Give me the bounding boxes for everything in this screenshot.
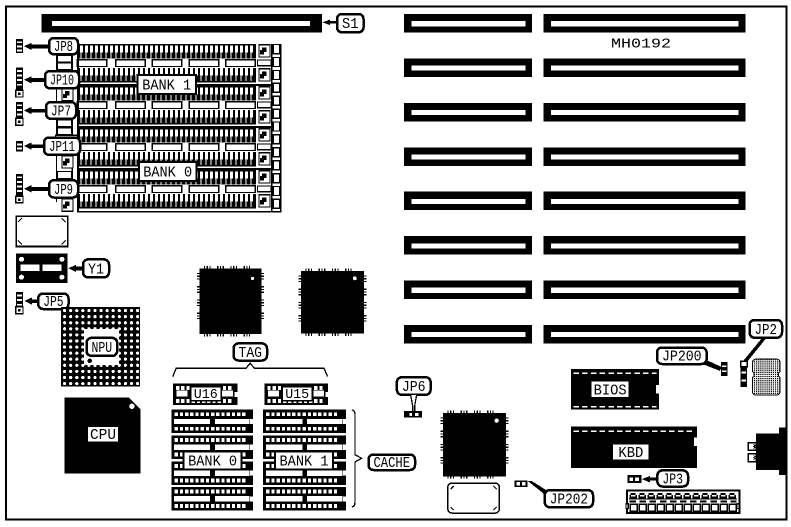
svg-text:JP6: JP6 bbox=[402, 379, 426, 396]
svg-text:JP11: JP11 bbox=[49, 139, 75, 156]
svg-text:JP200: JP200 bbox=[662, 349, 702, 366]
svg-text:MH0192: MH0192 bbox=[611, 37, 671, 53]
svg-text:JP5: JP5 bbox=[43, 294, 63, 311]
svg-text:BANK 0: BANK 0 bbox=[143, 165, 192, 182]
svg-text:NPU: NPU bbox=[92, 340, 113, 357]
svg-text:BANK 0: BANK 0 bbox=[188, 454, 237, 471]
svg-text:JP202: JP202 bbox=[550, 492, 588, 509]
svg-text:JP9: JP9 bbox=[54, 182, 73, 199]
svg-text:S1: S1 bbox=[342, 16, 359, 33]
svg-text:JP2: JP2 bbox=[755, 322, 778, 339]
svg-text:JP8: JP8 bbox=[54, 39, 73, 56]
svg-text:BANK 1: BANK 1 bbox=[142, 78, 191, 95]
svg-text:BIOS: BIOS bbox=[594, 383, 627, 400]
svg-text:KBD: KBD bbox=[618, 445, 643, 462]
svg-text:CACHE: CACHE bbox=[374, 455, 411, 472]
svg-text:BANK 1: BANK 1 bbox=[280, 454, 329, 471]
svg-text:JP3: JP3 bbox=[662, 471, 683, 488]
svg-text:U15: U15 bbox=[285, 388, 309, 403]
svg-text:Y1: Y1 bbox=[88, 261, 104, 278]
svg-text:CPU: CPU bbox=[90, 427, 116, 444]
svg-text:U16: U16 bbox=[194, 388, 218, 403]
svg-text:JP10: JP10 bbox=[50, 73, 74, 90]
svg-text:JP7: JP7 bbox=[51, 103, 71, 120]
svg-text:TAG: TAG bbox=[239, 345, 263, 362]
